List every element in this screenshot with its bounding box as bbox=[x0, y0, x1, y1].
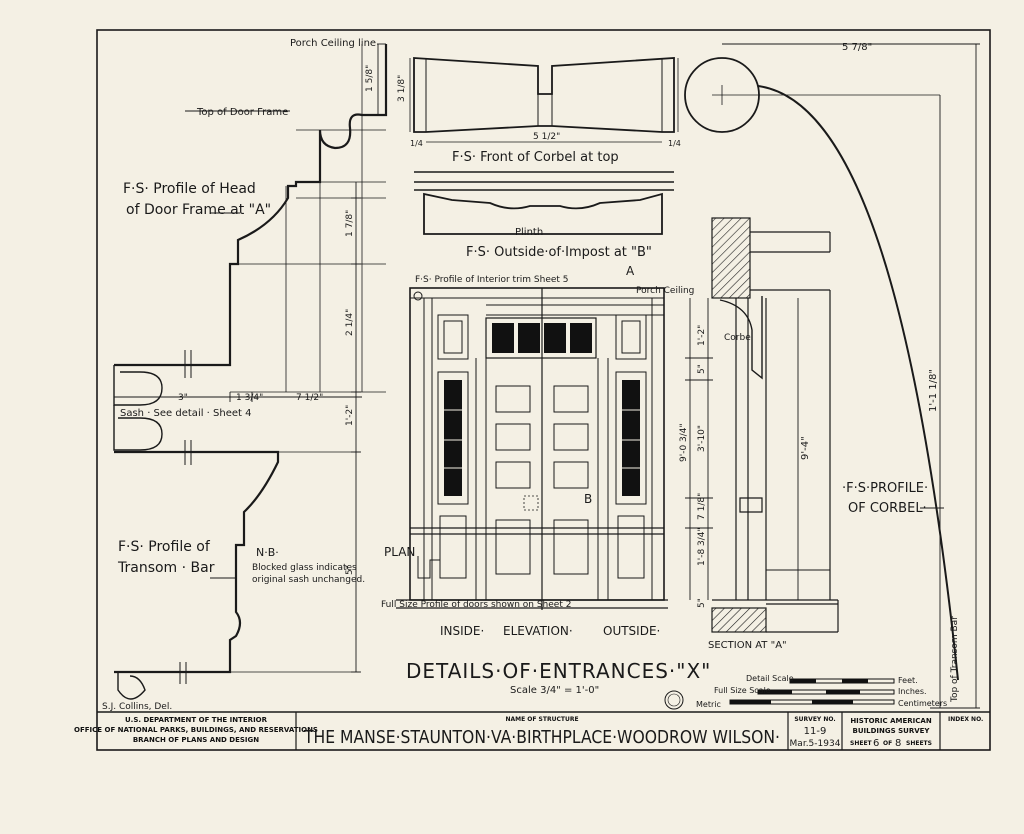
centimeters-unit: Centimeters bbox=[898, 699, 947, 708]
full-size-scale-label: Full Size Scale bbox=[714, 686, 771, 695]
dim-9-4: 9'-4" bbox=[800, 436, 811, 460]
detail-scale-label: Detail Scale bbox=[746, 674, 794, 683]
porch-ceiling-label: Porch Ceiling bbox=[636, 286, 694, 296]
profile-head-title-1: F·S· Profile of Head bbox=[123, 181, 256, 197]
nb-line-2: original sash unchanged. bbox=[252, 575, 365, 585]
sheet-of: OF bbox=[883, 740, 892, 747]
section-at-a bbox=[711, 217, 839, 633]
dim-1-3-4: 1 3/4" bbox=[236, 393, 263, 403]
profile-head-title-2: of Door Frame at "A" bbox=[126, 202, 271, 218]
plinth-label: Plinth bbox=[515, 227, 543, 238]
dim-1-7-8: 1 7/8" bbox=[345, 210, 355, 237]
front-of-corbel-drawing bbox=[409, 57, 679, 143]
dim-5-7-8: 5 7/8" bbox=[842, 42, 872, 53]
dim-5-b: 5" bbox=[697, 364, 707, 374]
dim-1-5-8: 1 5/8" bbox=[365, 65, 375, 92]
dept-line-3: BRANCH OF PLANS AND DESIGN bbox=[133, 736, 259, 744]
dim-5: 5" bbox=[345, 565, 355, 575]
porch-ceiling-line-label: Porch Ceiling line bbox=[290, 38, 376, 49]
dim-1-8-3-4: 1'-8 3/4" bbox=[697, 527, 707, 566]
entrance-elevation bbox=[396, 287, 668, 610]
dim-3-10: 3'-10" bbox=[697, 425, 707, 452]
plan-label: PLAN bbox=[384, 545, 415, 559]
outside-impost-title: F·S· Outside·of·Impost at "B" bbox=[466, 245, 652, 260]
structure-name: THE MANSE·STAUNTON·VA·BIRTHPLACE·WOODROW… bbox=[303, 727, 780, 748]
nb-title: N·B· bbox=[256, 546, 279, 559]
profile-transom-title-1: F·S· Profile of bbox=[118, 539, 211, 555]
interior-trim-note: F·S· Profile of Interior trim Sheet 5 bbox=[415, 275, 569, 285]
habs-line-1: HISTORIC AMERICAN bbox=[850, 717, 932, 725]
index-no-label: INDEX NO. bbox=[948, 716, 983, 723]
dim-1-2-b: 1'-2" bbox=[697, 325, 707, 346]
delineator-signature: S.J. Collins, Del. bbox=[102, 702, 172, 712]
front-of-corbel-title: F·S· Front of Corbel at top bbox=[452, 150, 619, 165]
sheet-total: 8 bbox=[895, 738, 901, 749]
elevation-label: ELEVATION· bbox=[503, 624, 573, 638]
corbel-profile-curve bbox=[684, 43, 980, 709]
survey-date: Mar.5-1934 bbox=[790, 739, 841, 749]
dept-line-1: U.S. DEPARTMENT OF THE INTERIOR bbox=[125, 716, 268, 724]
dim-7-1-8: 7 1/8" bbox=[697, 493, 707, 520]
outside-label: OUTSIDE· bbox=[603, 624, 660, 638]
section-mark-b: B bbox=[584, 492, 592, 506]
dim-3: 3" bbox=[178, 393, 188, 403]
feet-unit: Feet. bbox=[898, 676, 918, 685]
metric-label: Metric bbox=[696, 700, 721, 709]
profile-corbel-title-2: OF CORBEL· bbox=[848, 501, 927, 516]
graphic-scales bbox=[729, 678, 895, 705]
drawing-scale: Scale 3/4" = 1'-0" bbox=[510, 685, 599, 696]
sheet-suffix: SHEETS bbox=[906, 740, 932, 747]
title-block bbox=[295, 712, 941, 750]
left-vertical-dimension bbox=[351, 44, 379, 673]
outer-border bbox=[96, 29, 991, 751]
outside-impost-drawing bbox=[414, 171, 674, 235]
habs-line-2: BUILDINGS SURVEY bbox=[853, 727, 931, 735]
section-mark-a: A bbox=[626, 264, 635, 278]
inside-label: INSIDE· bbox=[440, 624, 484, 638]
drawing-title: DETAILS·OF·ENTRANCES·"X" bbox=[406, 659, 711, 683]
dim-2-1-4: 2 1/4" bbox=[345, 309, 355, 336]
dim-9-0-3-4: 9'-0 3/4" bbox=[679, 423, 689, 462]
dim-5-1-2: 5 1/2" bbox=[533, 132, 560, 142]
top-of-transom-bar-label: Top of Transom Bar bbox=[950, 616, 960, 703]
sheet-prefix: SHEET bbox=[850, 740, 873, 747]
left-horizontal-dimension bbox=[114, 392, 362, 402]
dim-1-4-left: 1/4 bbox=[410, 139, 423, 148]
section-at-a-label: SECTION AT "A" bbox=[708, 640, 787, 651]
dim-1-1-1-8: 1'-1 1/8" bbox=[928, 369, 939, 412]
dim-1-4-right: 1/4 bbox=[668, 139, 681, 148]
sheet-number: 6 bbox=[873, 738, 879, 749]
elevation-dimensions bbox=[685, 298, 799, 600]
survey-no: 11-9 bbox=[804, 726, 827, 737]
nb-line-1: Blocked glass indicates bbox=[252, 563, 357, 573]
top-of-door-frame-label: Top of Door Frame bbox=[196, 107, 288, 118]
survey-seal bbox=[664, 690, 684, 710]
dim-5-c: 5" bbox=[697, 598, 707, 608]
survey-no-label: SURVEY NO. bbox=[794, 716, 835, 723]
profile-transom-bar bbox=[113, 405, 360, 700]
profile-transom-title-2: Transom · Bar bbox=[117, 560, 215, 576]
profile-corbel-title-1: ·F·S·PROFILE· bbox=[842, 481, 928, 496]
full-size-doors-note: Full Size Profile of doors shown on Shee… bbox=[381, 600, 571, 610]
profile-head-door-frame bbox=[113, 44, 388, 406]
inches-unit: Inches. bbox=[898, 687, 927, 696]
corbel-label: Corbel bbox=[724, 333, 753, 343]
structure-name-label: NAME OF STRUCTURE bbox=[505, 716, 578, 723]
sash-note: Sash · See detail · Sheet 4 bbox=[120, 408, 251, 419]
dim-7-1-2: 7 1/2" bbox=[296, 393, 323, 403]
dim-1-2: 1'-2" bbox=[345, 405, 355, 426]
dim-3-1-8: 3 1/8" bbox=[397, 75, 407, 102]
dept-line-2: OFFICE OF NATIONAL PARKS, BUILDINGS, AND… bbox=[74, 726, 318, 734]
